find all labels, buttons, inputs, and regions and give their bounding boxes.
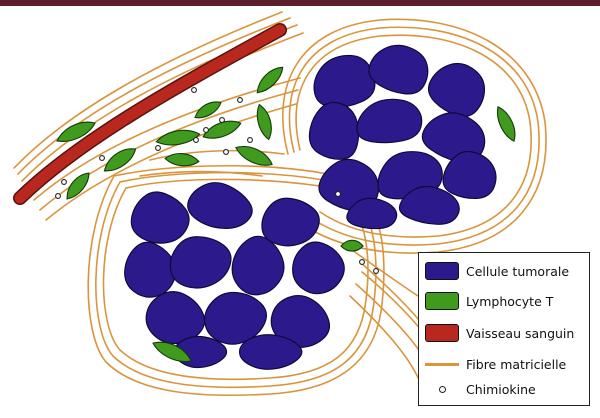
fiber-7 xyxy=(295,34,532,238)
lymphocyte-swatch-icon xyxy=(425,292,459,310)
tumor-cell-lower-7 xyxy=(145,291,206,345)
lymphocyte-6 xyxy=(256,103,272,141)
chemokine-3 xyxy=(203,127,209,133)
legend: Cellule tumorale Lymphocyte T Vaisseau s… xyxy=(418,252,590,406)
tumor-cell-lower-8 xyxy=(204,291,268,345)
lymphocyte-2 xyxy=(66,172,90,200)
chemokine-7 xyxy=(99,155,105,161)
lymphocyte-11 xyxy=(496,105,516,143)
vessel-swatch-icon xyxy=(425,324,459,342)
chemokine-2 xyxy=(219,117,225,123)
top-border-bar xyxy=(0,0,600,6)
matrix-fibers xyxy=(13,11,547,397)
tumor-cell-upper-8 xyxy=(442,150,497,200)
chemokine-8 xyxy=(61,179,67,185)
fiber-4 xyxy=(33,77,301,201)
tumor-cell-upper-9 xyxy=(398,185,460,225)
legend-label-vessel: Vaisseau sanguin xyxy=(466,325,575,341)
chemokine-dot-icon xyxy=(425,385,459,393)
tumor-cell-upper-2 xyxy=(427,62,486,117)
legend-label-fiber: Fibre matricielle xyxy=(466,356,567,372)
legend-label-lymphocyte: Lymphocyte T xyxy=(466,293,554,309)
chemokine-6 xyxy=(223,149,229,155)
fiber-10 xyxy=(102,178,369,381)
lymphocyte-1 xyxy=(103,148,137,172)
vessel-body xyxy=(14,24,286,204)
lymphocyte-12 xyxy=(152,341,192,363)
legend-label-chemokine: Chimiokine xyxy=(466,381,536,397)
fiber-18 xyxy=(139,170,263,177)
legend-item-lymphocyte: Lymphocyte T xyxy=(425,289,553,313)
tumor-cluster-upper xyxy=(308,44,497,230)
fiber-6 xyxy=(45,103,297,221)
lymphocyte-0 xyxy=(56,121,96,142)
fiber-16 xyxy=(349,295,421,383)
lymphocyte-8 xyxy=(235,146,273,166)
lymphocyte-7 xyxy=(164,153,200,167)
chemokine-0 xyxy=(191,87,197,93)
tumor-cluster-lower xyxy=(124,182,345,370)
tumor-cell-upper-3 xyxy=(308,101,360,160)
tumor-cell-lower-4 xyxy=(169,236,232,289)
lymphocyte-10 xyxy=(340,239,364,252)
tumor-cell-lower-10 xyxy=(238,334,303,370)
chemokine-4 xyxy=(193,137,199,143)
lymphocyte-3 xyxy=(155,129,201,146)
lymphocyte-5 xyxy=(256,66,284,94)
fiber-line-icon xyxy=(425,362,459,366)
tumor-cell-lower-2 xyxy=(261,197,320,247)
tumor-cell-swatch-icon xyxy=(425,262,459,280)
fiber-1 xyxy=(17,17,291,175)
tumor-cell-upper-0 xyxy=(313,54,376,108)
chemokine-13 xyxy=(373,268,379,274)
chemokine-12 xyxy=(359,259,365,265)
fiber-12 xyxy=(87,164,385,397)
legend-item-vessel: Vaisseau sanguin xyxy=(425,321,574,345)
chemokine-9 xyxy=(55,193,61,199)
blood-vessel xyxy=(13,23,287,205)
fiber-8 xyxy=(288,26,540,246)
legend-item-tumor-cell: Cellule tumorale xyxy=(425,259,569,283)
legend-item-fiber: Fibre matricielle xyxy=(425,352,566,376)
lymphocyte-4 xyxy=(202,120,242,139)
tumor-cell-lower-1 xyxy=(187,182,253,229)
chemokine-group xyxy=(55,87,379,274)
legend-item-chemokine: Chimiokine xyxy=(425,377,536,401)
fiber-9 xyxy=(281,18,547,254)
chemokine-5 xyxy=(155,145,161,151)
fiber-17 xyxy=(351,249,419,297)
chemokine-10 xyxy=(247,137,253,143)
lymphocyte-group xyxy=(56,66,516,363)
lymphocyte-9 xyxy=(194,101,222,119)
fiber-0 xyxy=(13,11,283,169)
tumor-cell-lower-5 xyxy=(231,235,285,296)
tumor-cell-upper-1 xyxy=(368,44,429,95)
tumor-cell-lower-6 xyxy=(292,241,345,295)
fiber-19 xyxy=(149,149,285,161)
tumor-cell-upper-10 xyxy=(346,197,398,230)
fiber-5 xyxy=(39,89,299,211)
chemokine-11 xyxy=(335,191,341,197)
tumor-cell-lower-0 xyxy=(130,191,190,244)
tumor-cell-lower-3 xyxy=(124,241,177,298)
fiber-11 xyxy=(95,171,377,389)
tumor-cell-upper-4 xyxy=(356,98,423,144)
legend-label-tumor-cell: Cellule tumorale xyxy=(466,263,570,279)
chemokine-1 xyxy=(237,97,243,103)
